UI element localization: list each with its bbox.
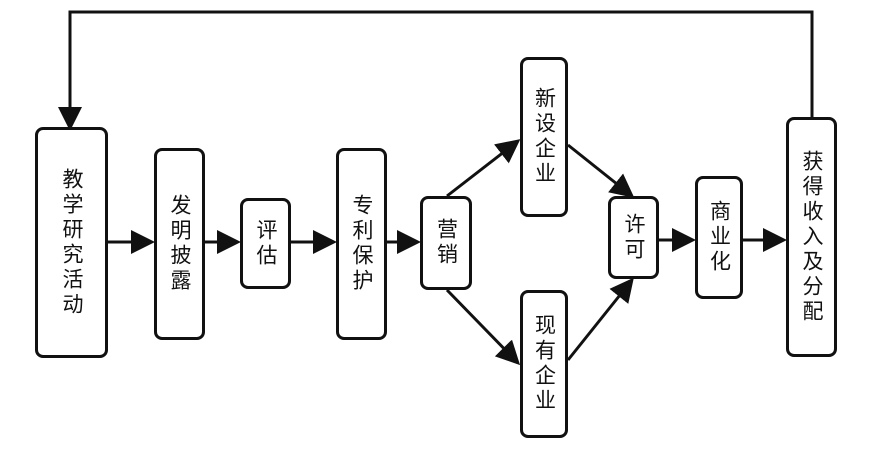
node-disclosure: 发明披露	[154, 148, 205, 340]
node-research: 教学研究活动	[35, 127, 108, 358]
node-research-label: 教学研究活动	[60, 167, 84, 318]
node-evaluation-label: 评估	[254, 218, 278, 269]
node-revenue-label: 获得收入及分配	[800, 149, 824, 325]
arrow-existing-to-license	[566, 277, 634, 361]
node-license: 许可	[608, 196, 659, 279]
node-commercialization: 商业化	[695, 176, 743, 299]
arrow-startup-to-license	[567, 143, 635, 198]
node-patent: 专利保护	[336, 148, 387, 340]
node-commercialization-label: 商业化	[707, 200, 732, 275]
node-patent-label: 专利保护	[350, 194, 374, 294]
node-marketing-label: 营销	[434, 218, 459, 268]
node-marketing: 营销	[420, 196, 472, 290]
node-existing-label: 现有企业	[532, 314, 557, 414]
arrow-marketing-to-existing	[445, 288, 521, 366]
feedback-arrow-revenue-to-research	[58, 10, 814, 131]
node-revenue: 获得收入及分配	[786, 117, 837, 357]
node-startup: 新设企业	[520, 57, 568, 217]
node-license-label: 许可	[622, 212, 646, 263]
node-existing: 现有企业	[520, 290, 568, 438]
node-evaluation: 评估	[240, 198, 291, 289]
node-startup-label: 新设企业	[532, 87, 557, 187]
arrow-marketing-to-startup	[446, 139, 521, 198]
node-disclosure-label: 发明披露	[168, 194, 192, 294]
